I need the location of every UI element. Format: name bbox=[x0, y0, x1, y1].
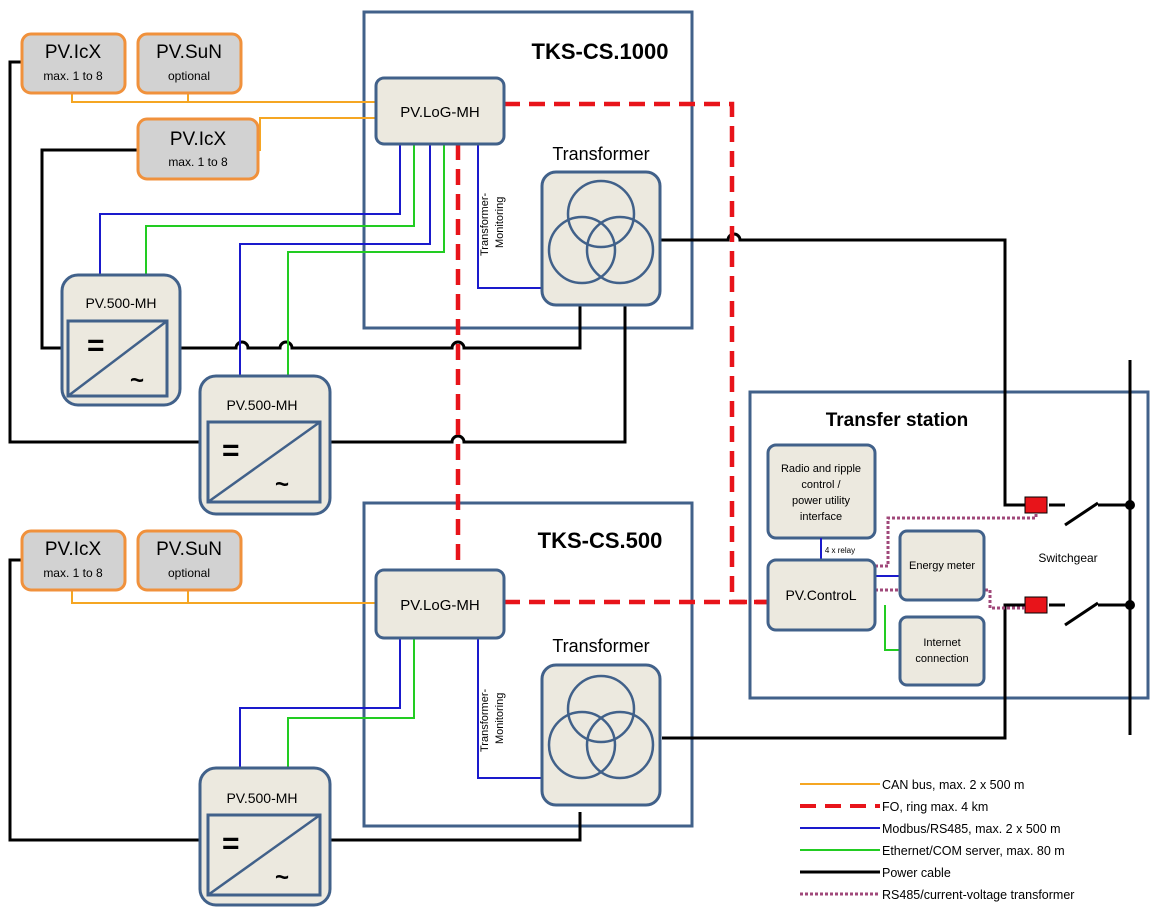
tks-cs1000-frame bbox=[362, 10, 694, 330]
energy-meter-box: Energy meter bbox=[898, 529, 986, 602]
pv-control-box: PV.ControL bbox=[766, 558, 877, 632]
transformer-title: Transformer bbox=[552, 636, 649, 656]
tks-cs1000-title: TKS-CS.1000 bbox=[532, 39, 669, 64]
pv-sun-bottom: PV.SuN optional bbox=[136, 529, 243, 592]
pv-log-mh-bottom: PV.LoG-MH bbox=[374, 568, 506, 640]
transformer-coil-icon bbox=[585, 710, 655, 780]
ac-symbol: ~ bbox=[275, 864, 289, 891]
radio-label: interface bbox=[800, 511, 842, 523]
breaker-top bbox=[1024, 496, 1048, 514]
ethernet-lines bbox=[145, 144, 900, 772]
pv-icx-label: PV.IcX bbox=[45, 42, 102, 63]
transformer-bottom bbox=[540, 663, 662, 807]
transformer-coil-icon bbox=[585, 215, 655, 285]
ac-symbol: ~ bbox=[130, 367, 144, 394]
pv-icx-label: PV.IcX bbox=[45, 539, 102, 560]
pv-log-label: PV.LoG-MH bbox=[400, 104, 479, 121]
energy-meter-label: Energy meter bbox=[909, 560, 975, 572]
legend-label-ethernet: Ethernet/COM server, max. 80 m bbox=[882, 844, 1065, 858]
radio-ripple-control-box: Radio and ripple control / power utility… bbox=[766, 443, 877, 540]
pv-log-label: PV.LoG-MH bbox=[400, 597, 479, 614]
pv-sun-label: PV.SuN bbox=[156, 539, 222, 560]
legend: CAN bus, max. 2 x 500 m FO, ring max. 4 … bbox=[800, 778, 1074, 902]
radio-label: control / bbox=[801, 479, 841, 491]
pv-log-mh-top: PV.LoG-MH bbox=[374, 76, 506, 146]
tks-cs500-title: TKS-CS.500 bbox=[538, 528, 663, 553]
inverter-2: PV.500-MH = ~ bbox=[198, 374, 332, 516]
transformer-top bbox=[540, 170, 662, 307]
dc-symbol: = bbox=[222, 434, 240, 467]
ac-symbol: ~ bbox=[275, 471, 289, 498]
transformer-coil-icon bbox=[566, 179, 636, 249]
inverter-label: PV.500-MH bbox=[226, 790, 297, 806]
internet-label: Internet bbox=[923, 637, 960, 649]
power-cables bbox=[8, 60, 1132, 842]
inverter-label: PV.500-MH bbox=[85, 295, 156, 311]
pv-icx-bottom: PV.IcX max. 1 to 8 bbox=[20, 529, 127, 592]
pv-icx-sub: max. 1 to 8 bbox=[43, 69, 103, 83]
pv-icx-label: PV.IcX bbox=[170, 129, 227, 150]
internet-connection-box: Internet connection bbox=[898, 615, 986, 687]
pv-icx-top-1: PV.IcX max. 1 to 8 bbox=[20, 32, 127, 95]
monitoring-label: Monitoring bbox=[494, 197, 506, 248]
monitoring-label: Transformer- bbox=[479, 193, 491, 256]
inverter-1: PV.500-MH = ~ bbox=[60, 273, 182, 407]
fo-ring bbox=[455, 101, 768, 605]
inverter-3: PV.500-MH = ~ bbox=[198, 766, 332, 907]
pv-sun-top: PV.SuN optional bbox=[136, 32, 243, 95]
pv-icx-top-2: PV.IcX max. 1 to 8 bbox=[136, 117, 260, 181]
transformer-coil-icon bbox=[547, 710, 617, 780]
pv-icx-sub: max. 1 to 8 bbox=[168, 155, 228, 169]
internet-label: connection bbox=[915, 653, 968, 665]
dc-symbol: = bbox=[87, 329, 105, 362]
pv-control-label: PV.ControL bbox=[785, 587, 856, 603]
legend-label-rs485: RS485/current-voltage transformer bbox=[882, 888, 1074, 902]
switchgear-label: Switchgear bbox=[1038, 551, 1097, 565]
legend-label-modbus: Modbus/RS485, max. 2 x 500 m bbox=[882, 822, 1061, 836]
transformer-coil-icon bbox=[566, 674, 636, 744]
monitoring-label: Monitoring bbox=[494, 693, 506, 744]
relay-label: 4 x relay bbox=[825, 546, 855, 555]
dc-symbol: = bbox=[222, 827, 240, 860]
bus-node bbox=[1125, 500, 1135, 510]
bus-node bbox=[1125, 600, 1135, 610]
legend-label-power: Power cable bbox=[882, 866, 951, 880]
pv-icx-sub: max. 1 to 8 bbox=[43, 566, 103, 580]
pv-sun-label: PV.SuN bbox=[156, 42, 222, 63]
pv-sun-sub: optional bbox=[168, 69, 210, 83]
breaker-bottom bbox=[1024, 596, 1048, 614]
modbus-lines bbox=[99, 144, 900, 779]
pv-sun-sub: optional bbox=[168, 566, 210, 580]
transformer-coil-icon bbox=[547, 215, 617, 285]
radio-label: power utility bbox=[792, 495, 851, 507]
legend-label-fo: FO, ring max. 4 km bbox=[882, 800, 988, 814]
tks-cs500-frame bbox=[362, 501, 694, 828]
transformer-title: Transformer bbox=[552, 144, 649, 164]
inverter-label: PV.500-MH bbox=[226, 397, 297, 413]
legend-label-can: CAN bus, max. 2 x 500 m bbox=[882, 778, 1024, 792]
transfer-station-title: Transfer station bbox=[826, 410, 969, 431]
transfer-station-frame bbox=[748, 390, 1150, 700]
radio-label: Radio and ripple bbox=[781, 463, 861, 475]
monitoring-label: Transformer- bbox=[479, 689, 491, 752]
